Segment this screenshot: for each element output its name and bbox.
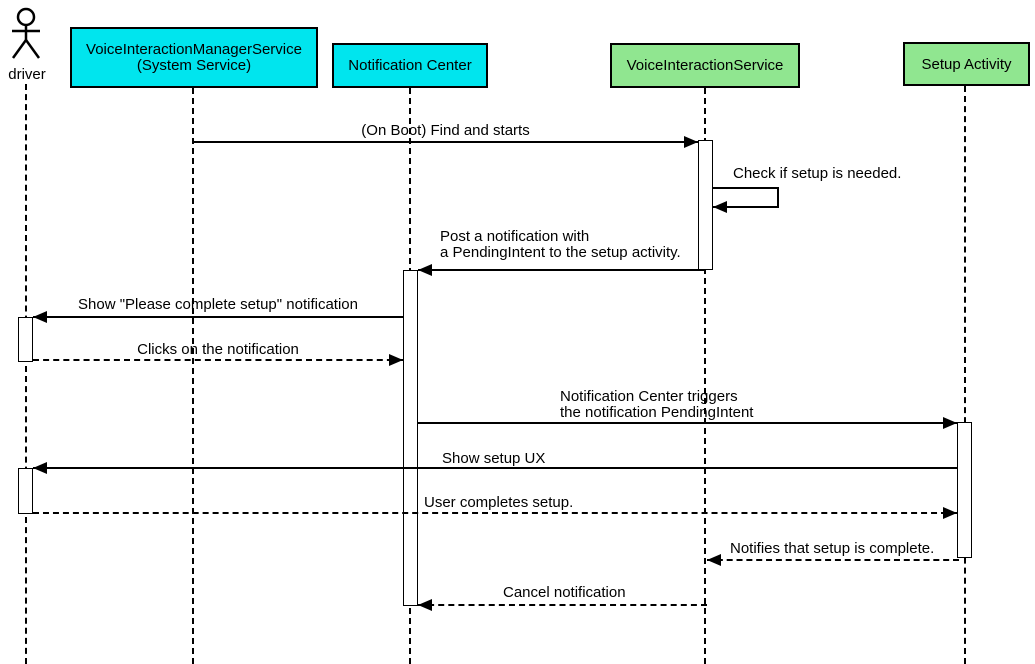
participant-notification-center: Notification Center	[332, 43, 488, 88]
message-label: Cancel notification	[503, 584, 626, 601]
self-arrow-top-line	[713, 187, 779, 189]
arrowhead	[943, 507, 957, 519]
message-label: User completes setup.	[424, 494, 574, 511]
arrowhead	[33, 462, 47, 474]
arrow-line	[33, 359, 403, 361]
activation-setup-activity	[957, 422, 972, 558]
arrowhead	[943, 417, 957, 429]
arrowhead	[684, 136, 698, 148]
activation-driver-2	[18, 468, 33, 514]
activation-voiceinteractionservice	[698, 140, 713, 270]
arrow-line	[418, 604, 707, 606]
arrow-line	[33, 316, 403, 318]
lifeline-driver	[25, 84, 27, 664]
arrow-line	[193, 141, 698, 143]
participant-setup-activity: Setup Activity	[903, 42, 1030, 86]
lifeline-voiceinteractionservice	[704, 88, 706, 664]
participant-label: Notification Center	[348, 57, 472, 74]
activation-driver-1	[18, 317, 33, 362]
message-label: Clicks on the notification	[137, 341, 299, 358]
arrowhead	[713, 201, 727, 213]
participant-voiceinteractionservice: VoiceInteractionService	[610, 43, 800, 88]
participant-voiceinteractionmanagerservice: VoiceInteractionManagerService (System S…	[70, 27, 318, 88]
arrowhead	[418, 264, 432, 276]
arrowhead	[33, 311, 47, 323]
message-label: (On Boot) Find and starts	[361, 122, 530, 139]
message-label: Show setup UX	[442, 450, 546, 467]
message-label: Notifies that setup is complete.	[730, 540, 935, 557]
self-arrow-return-line	[713, 206, 779, 208]
actor-icon	[11, 7, 41, 59]
arrow-line	[33, 467, 957, 469]
participant-label: Setup Activity	[921, 55, 1012, 73]
arrow-line	[33, 512, 957, 514]
message-label: Check if setup is needed.	[733, 165, 902, 182]
participant-label: VoiceInteractionManagerService (System S…	[86, 40, 302, 74]
arrow-line	[707, 559, 959, 561]
message-label: Post a notification with a PendingIntent…	[440, 228, 681, 261]
activation-notification-center	[403, 270, 418, 606]
actor-label: driver	[8, 66, 46, 83]
message-label: Show "Please complete setup" notificatio…	[78, 296, 358, 313]
arrow-line	[418, 422, 957, 424]
message-label: Notification Center triggers the notific…	[560, 388, 754, 421]
arrowhead	[707, 554, 721, 566]
arrowhead	[418, 599, 432, 611]
lifeline-voiceinteractionmanagerservice	[192, 88, 194, 664]
participant-label: VoiceInteractionService	[626, 57, 784, 74]
self-arrow-side-line	[777, 187, 779, 208]
lifeline-setup-activity	[964, 86, 966, 664]
arrow-line	[418, 269, 705, 271]
arrowhead	[389, 354, 403, 366]
actor-driver	[1, 7, 53, 61]
